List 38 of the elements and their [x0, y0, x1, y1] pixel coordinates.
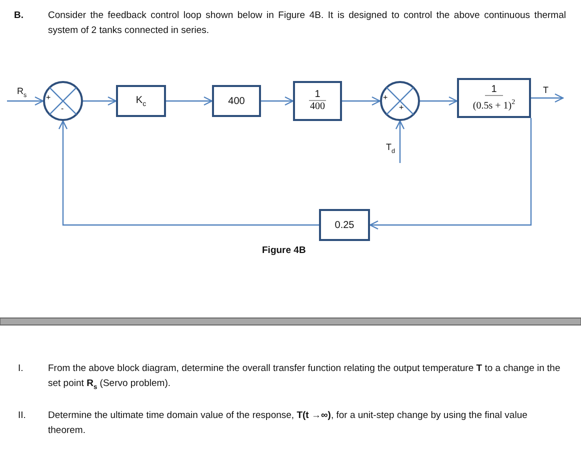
sign-label: +: [46, 94, 51, 102]
figure-caption: Figure 4B: [262, 244, 307, 258]
arrow: [342, 96, 381, 106]
question-text: Consider the feedback control loop shown below in Figure 4B. It is designed to control the above continuous thermal system of 2 tanks connected in series.: [48, 9, 566, 38]
denominator: (0.5s + 1)$^{2}$: [472, 96, 516, 112]
arrow: [166, 96, 213, 106]
numerator: 1: [308, 89, 326, 101]
summing-junction: [43, 81, 83, 121]
gain-label: K$_{c}$: [136, 94, 146, 108]
item-number: II.: [18, 409, 27, 423]
transfer-function-block: [457, 78, 531, 118]
arrow: [261, 96, 294, 106]
gain-label: 400: [228, 96, 245, 106]
item-number: I.: [18, 362, 24, 376]
arrow: [83, 96, 117, 106]
edge-label: R$_{s}$: [17, 86, 27, 99]
gain-block: [116, 85, 166, 117]
arrow: [7, 96, 44, 106]
sign-label: -: [61, 105, 64, 113]
sign-label: +: [383, 94, 388, 102]
arrow: [420, 96, 458, 106]
question-text: From the above block diagram, determine the overall transfer function relating the output temperature T to a change in the set point R$_{s}$ (Servo problem).: [48, 362, 562, 393]
arrow: [58, 120, 319, 226]
arrow: [531, 93, 564, 103]
question-text: Determine the ultimate time domain value of the response, T(t →∞), for a unit-step change by using the final value theorem.: [48, 409, 528, 438]
transfer-function-block: [293, 81, 342, 121]
edge-label: T$_{d}$: [386, 142, 396, 155]
section-label: B.: [14, 9, 24, 23]
denominator: 400: [310, 101, 325, 113]
sign-label: +: [399, 104, 404, 112]
edge-label: T: [543, 85, 548, 95]
gain-block: [319, 209, 370, 241]
gain-label: 0.25: [334, 220, 354, 230]
arrow: [395, 120, 405, 163]
gain-block: [212, 85, 261, 117]
arrow: [369, 118, 532, 230]
numerator: 1: [485, 84, 503, 96]
summing-junction: [380, 81, 420, 121]
